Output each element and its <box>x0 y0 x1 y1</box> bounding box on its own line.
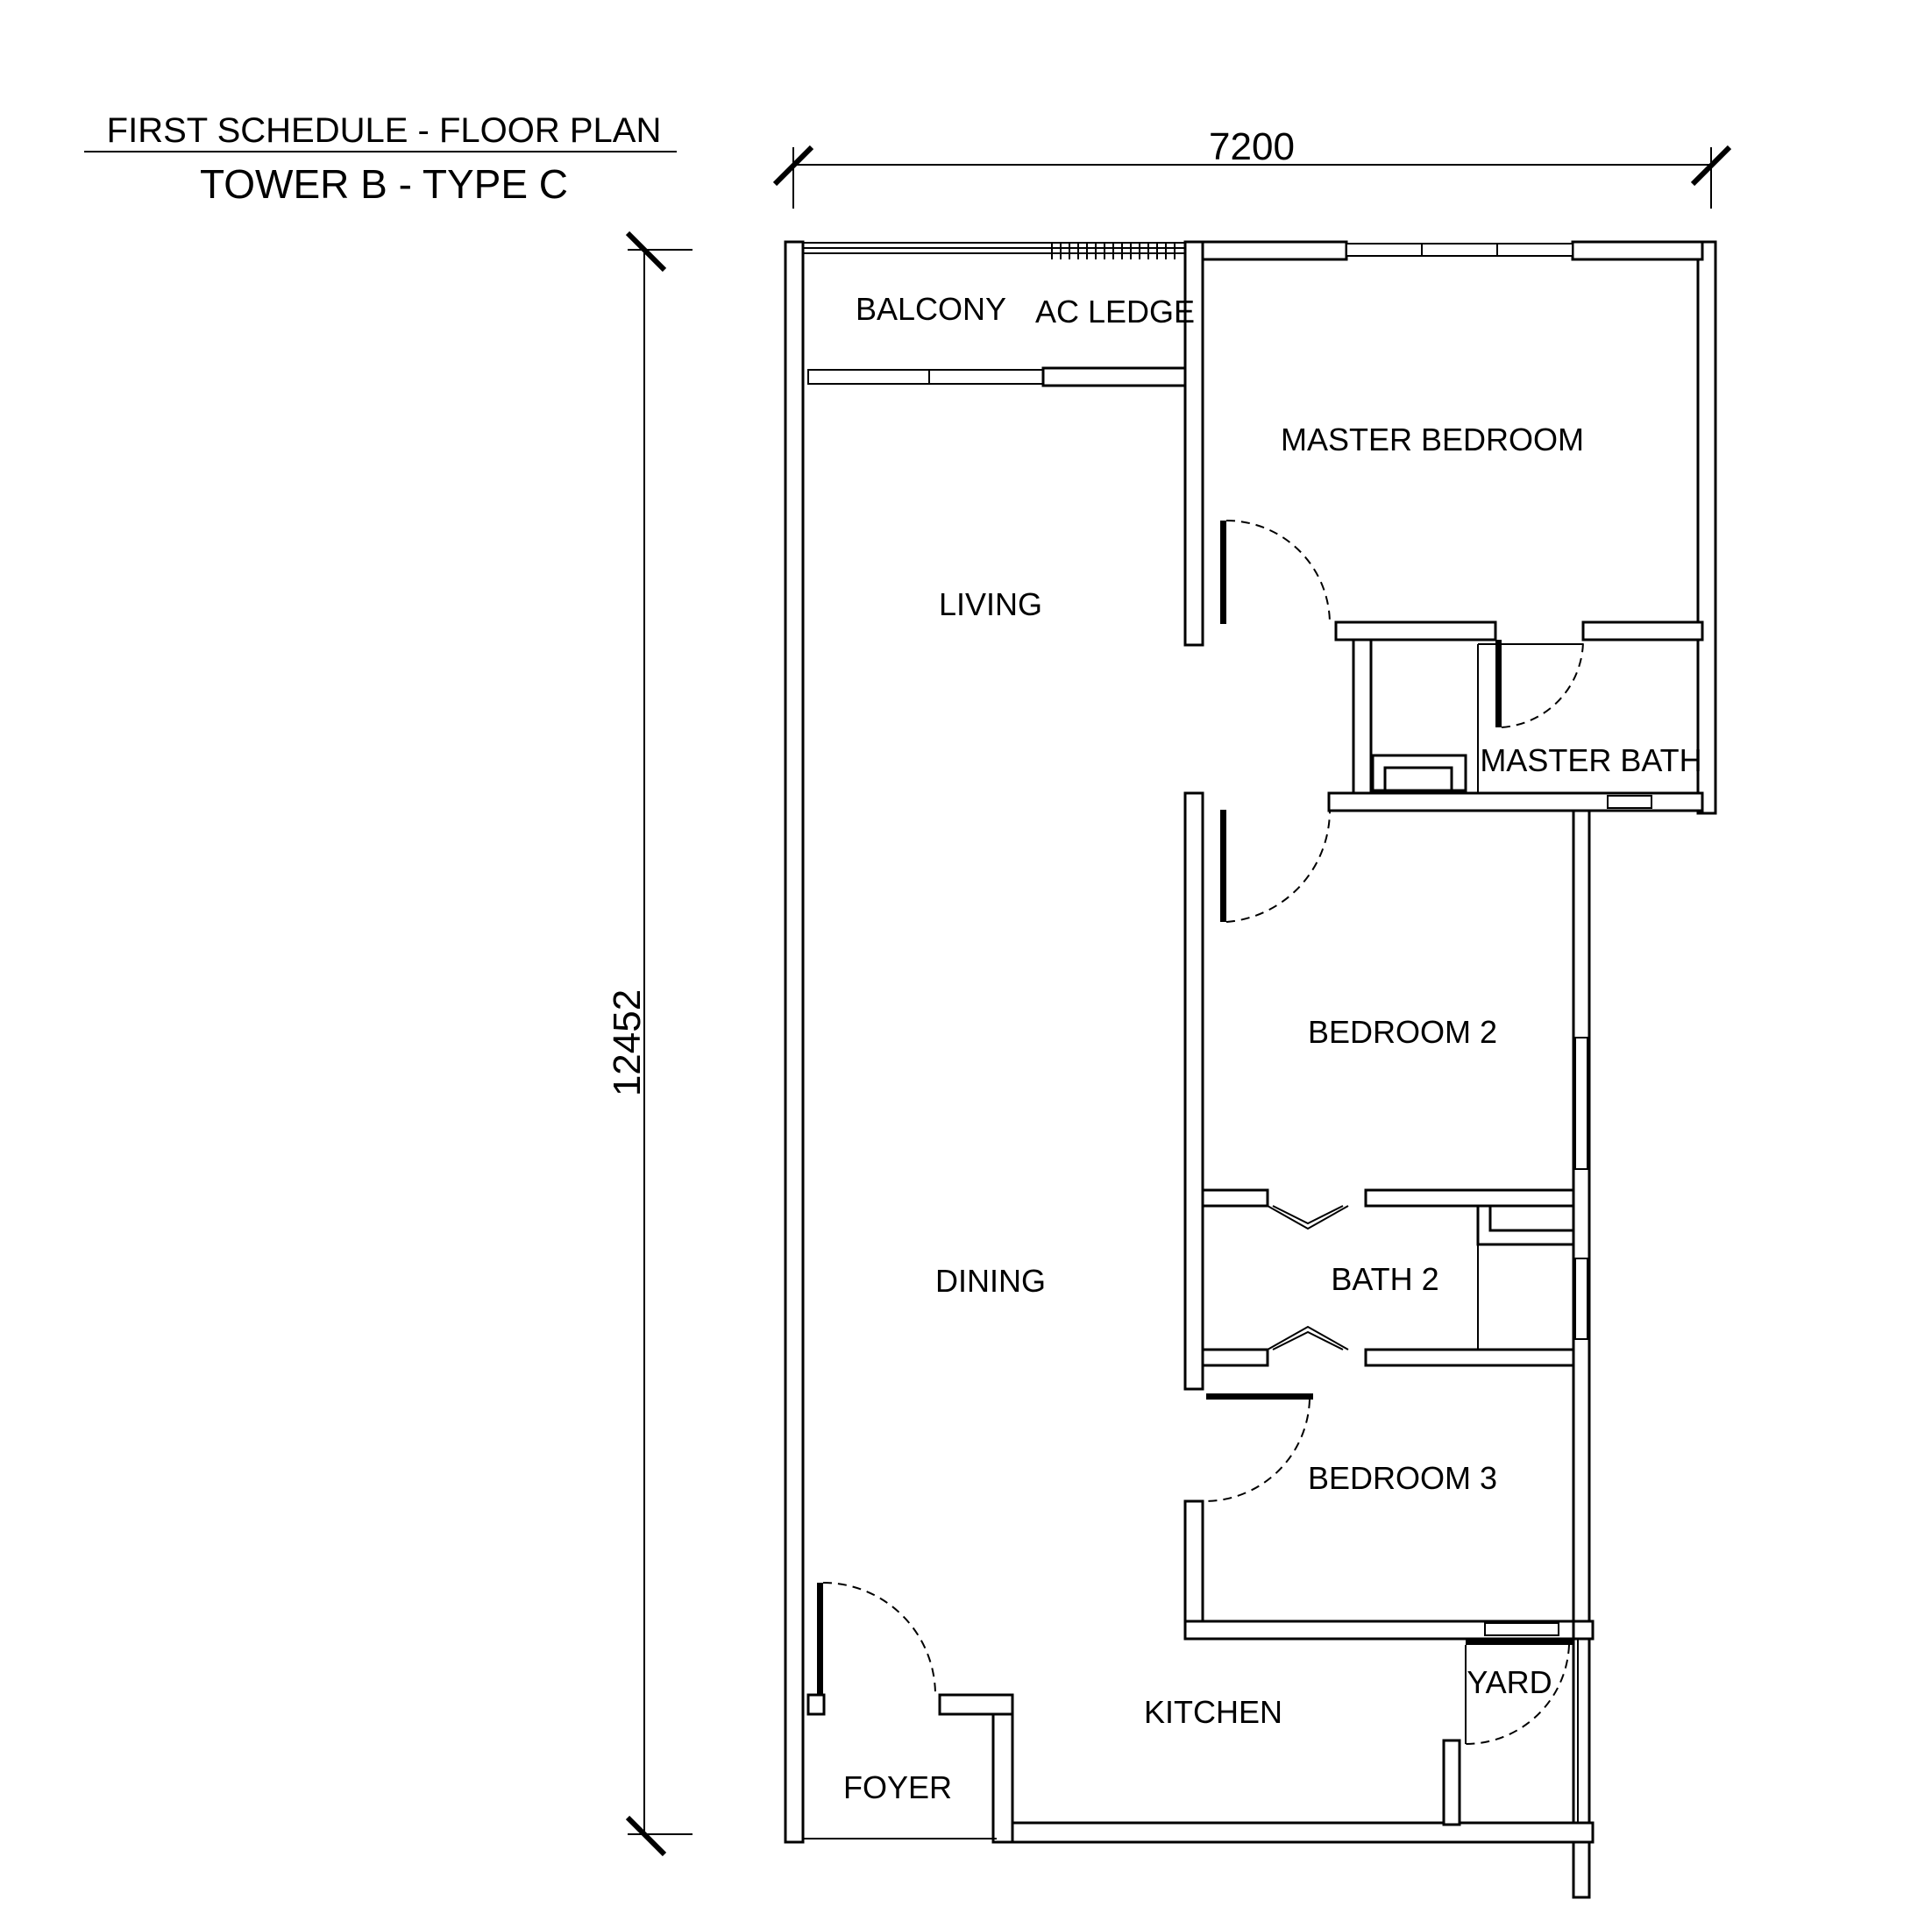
width-dimension-text: 7200 <box>1209 125 1295 168</box>
yard-door-swing <box>1465 1644 1570 1746</box>
room-label-ac-ledge: AC LEDGE <box>1035 294 1195 330</box>
interior-walls <box>803 240 1704 1839</box>
room-label-living: LIVING <box>939 586 1042 622</box>
exterior-walls <box>784 240 1717 1899</box>
room-label-kitchen: KITCHEN <box>1144 1694 1282 1730</box>
depth-dimension: 12452 <box>606 230 693 1857</box>
room-label-foyer: FOYER <box>843 1769 952 1805</box>
room-label-dining: DINING <box>935 1263 1046 1299</box>
bath-2-north-bifold-door <box>1267 1205 1349 1230</box>
ac-ledge-grille <box>1051 243 1176 259</box>
master-bedroom-door-swing <box>1225 520 1331 625</box>
bath-2-south-bifold-door <box>1267 1325 1349 1350</box>
bedroom-2-door-swing <box>1225 809 1332 923</box>
width-dimension: 7200 <box>772 125 1732 209</box>
depth-dimension-text: 12452 <box>606 989 649 1096</box>
bedroom-3-door-swing <box>1204 1399 1310 1502</box>
entrance-door-swing <box>822 1582 936 1696</box>
room-label-master-bath: MASTER BATH <box>1480 742 1701 778</box>
room-label-master-bedroom: MASTER BEDROOM <box>1281 422 1584 457</box>
balcony-area <box>803 242 1187 387</box>
room-label-bedroom-3: BEDROOM 3 <box>1308 1460 1497 1496</box>
unit-title: TOWER B - TYPE C <box>200 161 568 207</box>
room-label-yard: YARD <box>1467 1664 1552 1700</box>
room-label-balcony: BALCONY <box>856 291 1006 327</box>
room-label-bath-2: BATH 2 <box>1331 1261 1438 1297</box>
room-label-bedroom-2: BEDROOM 2 <box>1308 1014 1497 1050</box>
schedule-title: FIRST SCHEDULE - FLOOR PLAN <box>107 111 662 150</box>
master-bath-door-swing <box>1501 639 1585 728</box>
